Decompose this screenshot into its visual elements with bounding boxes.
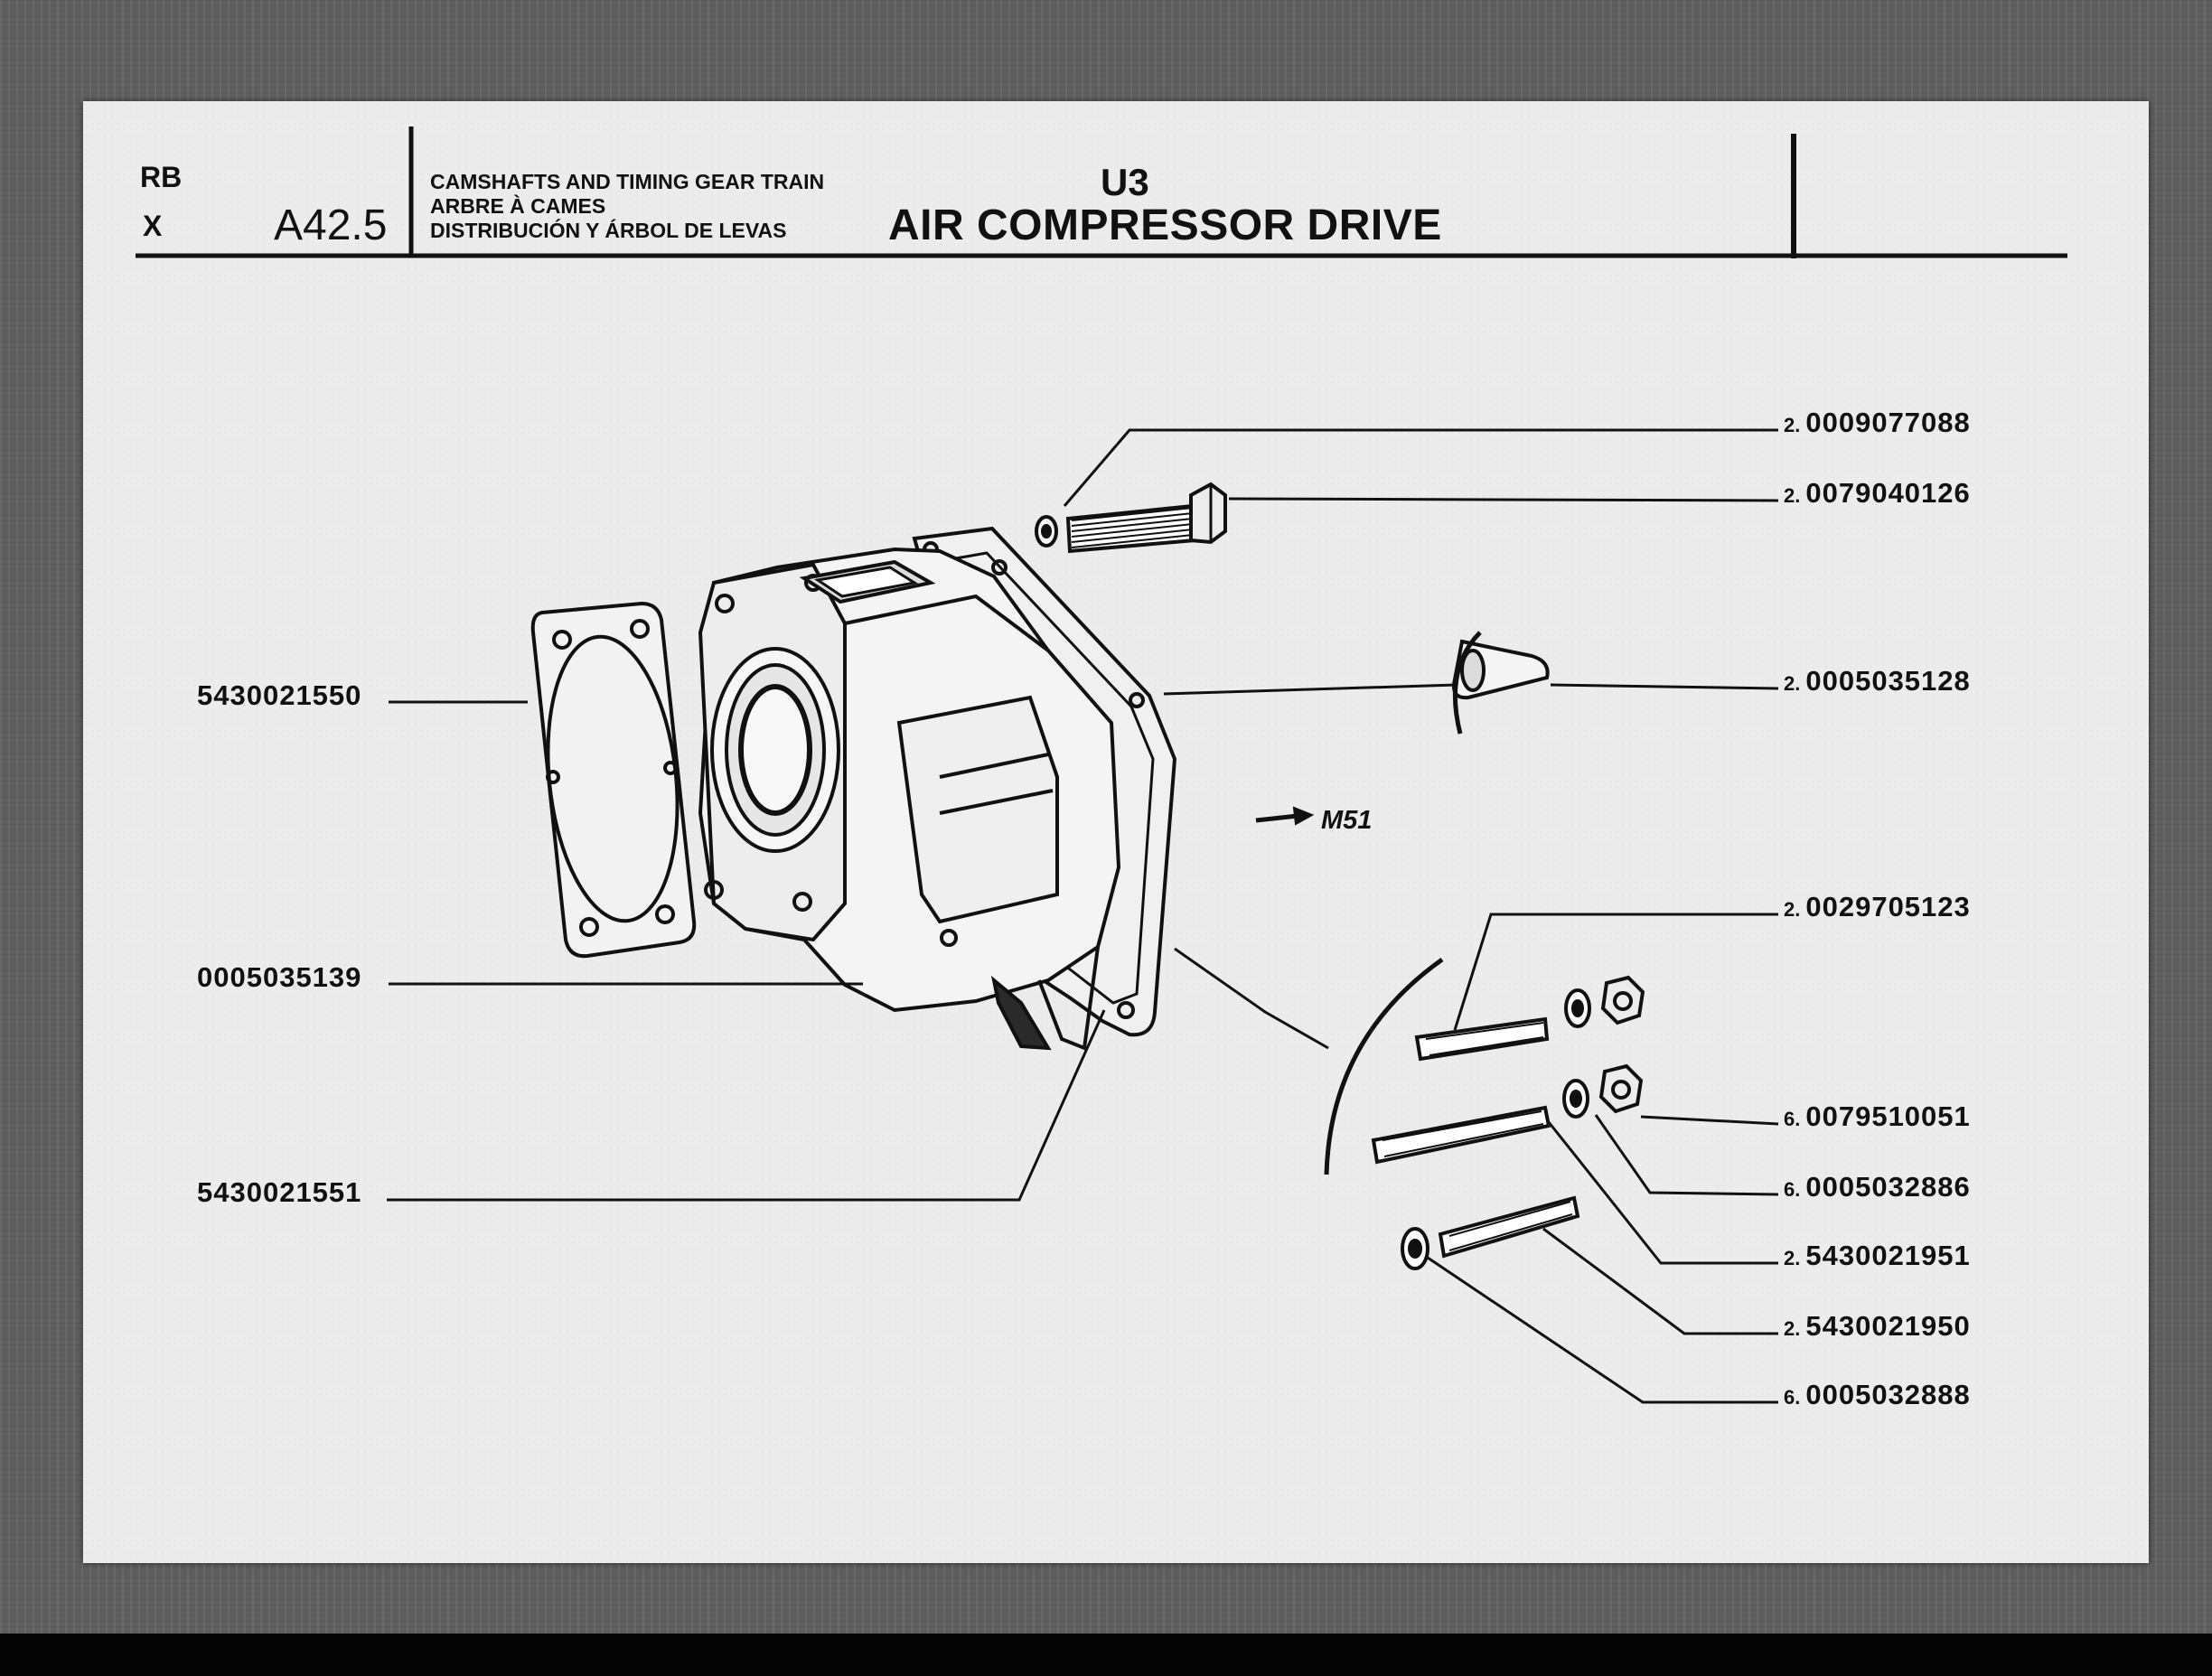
bolt-and-washer [1035, 482, 1227, 554]
unit-code: U3 [1101, 161, 1149, 203]
part-number: 0005032888 [1805, 1379, 1971, 1410]
header-rules [136, 126, 2067, 258]
part-qty: 6. [1784, 1108, 1801, 1130]
part-qty: 2. [1784, 1317, 1801, 1340]
gasket-left [530, 601, 697, 959]
part-number: 0005035128 [1805, 665, 1971, 697]
part-number: 0009077088 [1805, 407, 1971, 438]
part-number-left: 0005035139 [197, 961, 362, 993]
part-qty: 2. [1784, 898, 1801, 921]
catalog-code-top: RB [140, 161, 183, 193]
part-number: 5430021951 [1805, 1240, 1971, 1271]
part-callout-right: 2.5430021951 [1784, 1240, 1971, 1272]
part-qty: 6. [1784, 1178, 1801, 1201]
part-callout-right: 6.0079510051 [1784, 1100, 1971, 1133]
part-qty: 2. [1784, 484, 1801, 507]
dowel-pin [1452, 631, 1550, 735]
group-title-fr: ARBRE À CAMES [430, 194, 606, 218]
group-title-en: CAMSHAFTS AND TIMING GEAR TRAIN [430, 170, 825, 193]
part-number: 0029705123 [1805, 891, 1971, 922]
part-callout-right: 2.0079040126 [1784, 477, 1971, 510]
part-callout-right: 2.0005035128 [1784, 665, 1971, 698]
part-callout-right: 2.5430021950 [1784, 1310, 1971, 1343]
group-title-es: DISTRIBUCIÓN Y ÁRBOL DE LEVAS [430, 219, 787, 242]
part-qty: 6. [1784, 1386, 1801, 1409]
part-number: 0079040126 [1805, 477, 1971, 509]
part-number-left: 5430021551 [197, 1176, 362, 1208]
reference-arrow-icon [1255, 806, 1315, 826]
drive-housing [698, 547, 1121, 1051]
section-number: A42.5 [274, 201, 388, 249]
part-qty: 2. [1784, 414, 1801, 436]
leader-lines [387, 428, 1779, 1404]
part-number: 5430021950 [1805, 1310, 1971, 1342]
bottom-border [0, 1634, 2212, 1676]
part-callout-right: 2.0029705123 [1784, 891, 1971, 923]
reference-label: M51 [1321, 806, 1373, 835]
part-callout-right: 2.0009077088 [1784, 407, 1971, 439]
part-number-left: 5430021550 [197, 679, 362, 711]
studs-washers-nuts [1324, 957, 1645, 1270]
part-callout-right: 6.0005032886 [1784, 1171, 1971, 1203]
part-number: 0005032886 [1805, 1171, 1971, 1203]
part-qty: 2. [1784, 1247, 1801, 1269]
part-number: 0079510051 [1805, 1100, 1971, 1132]
page-title: AIR COMPRESSOR DRIVE [888, 201, 1442, 249]
catalog-code-bottom: X [143, 210, 163, 242]
part-qty: 2. [1784, 672, 1801, 695]
part-callout-right: 6.0005032888 [1784, 1379, 1971, 1411]
